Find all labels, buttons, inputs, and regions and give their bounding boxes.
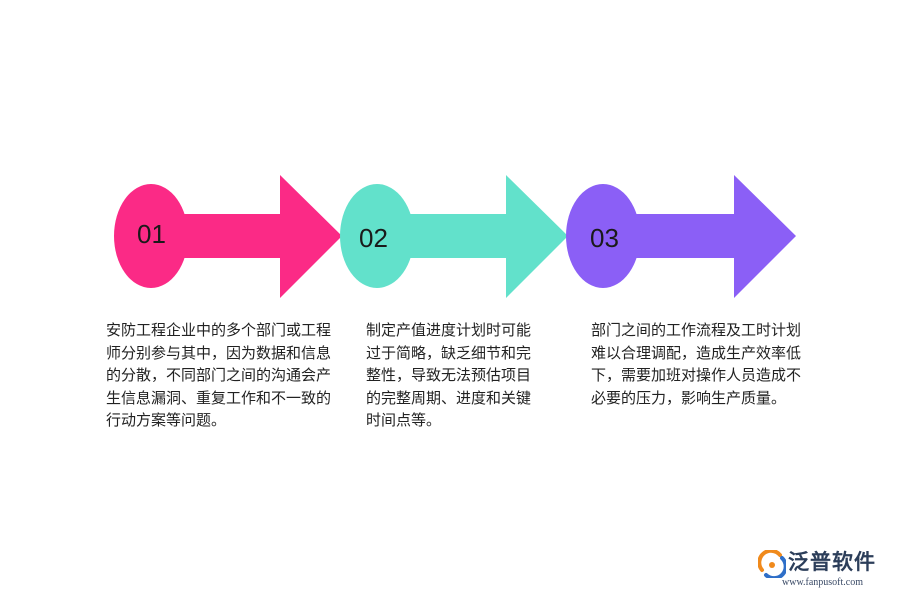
step-2-arrow-shape (376, 175, 568, 298)
logo-name: 泛普软件 (788, 550, 876, 574)
step-1-arrow (114, 175, 342, 298)
step-1-number: 01 (137, 219, 166, 249)
step-3-arrow-shape (602, 175, 796, 298)
logo-url: www.fanpusoft.com (782, 577, 864, 588)
step-3-arrow (566, 175, 796, 298)
step-2-arrow (340, 175, 568, 298)
step-1-arrow-shape (150, 175, 342, 298)
step-1-description: 安防工程企业中的多个部门或工程师分别参与其中，因为数据和信息的分散，不同部门之间… (106, 321, 332, 429)
step-2-description: 制定产值进度计划时可能过于简略，缺乏细节和完整性，导致无法预估项目的完整周期、进… (366, 321, 532, 429)
logo-mark-icon (758, 550, 786, 578)
step-2-number: 02 (359, 223, 388, 253)
brand-logo: 泛普软件 www.fanpusoft.com (758, 548, 888, 592)
step-3-description: 部门之间的工作流程及工时计划难以合理调配，造成生产效率低下，需要加班对操作人员造… (591, 321, 802, 407)
step-3-number: 03 (590, 223, 619, 253)
